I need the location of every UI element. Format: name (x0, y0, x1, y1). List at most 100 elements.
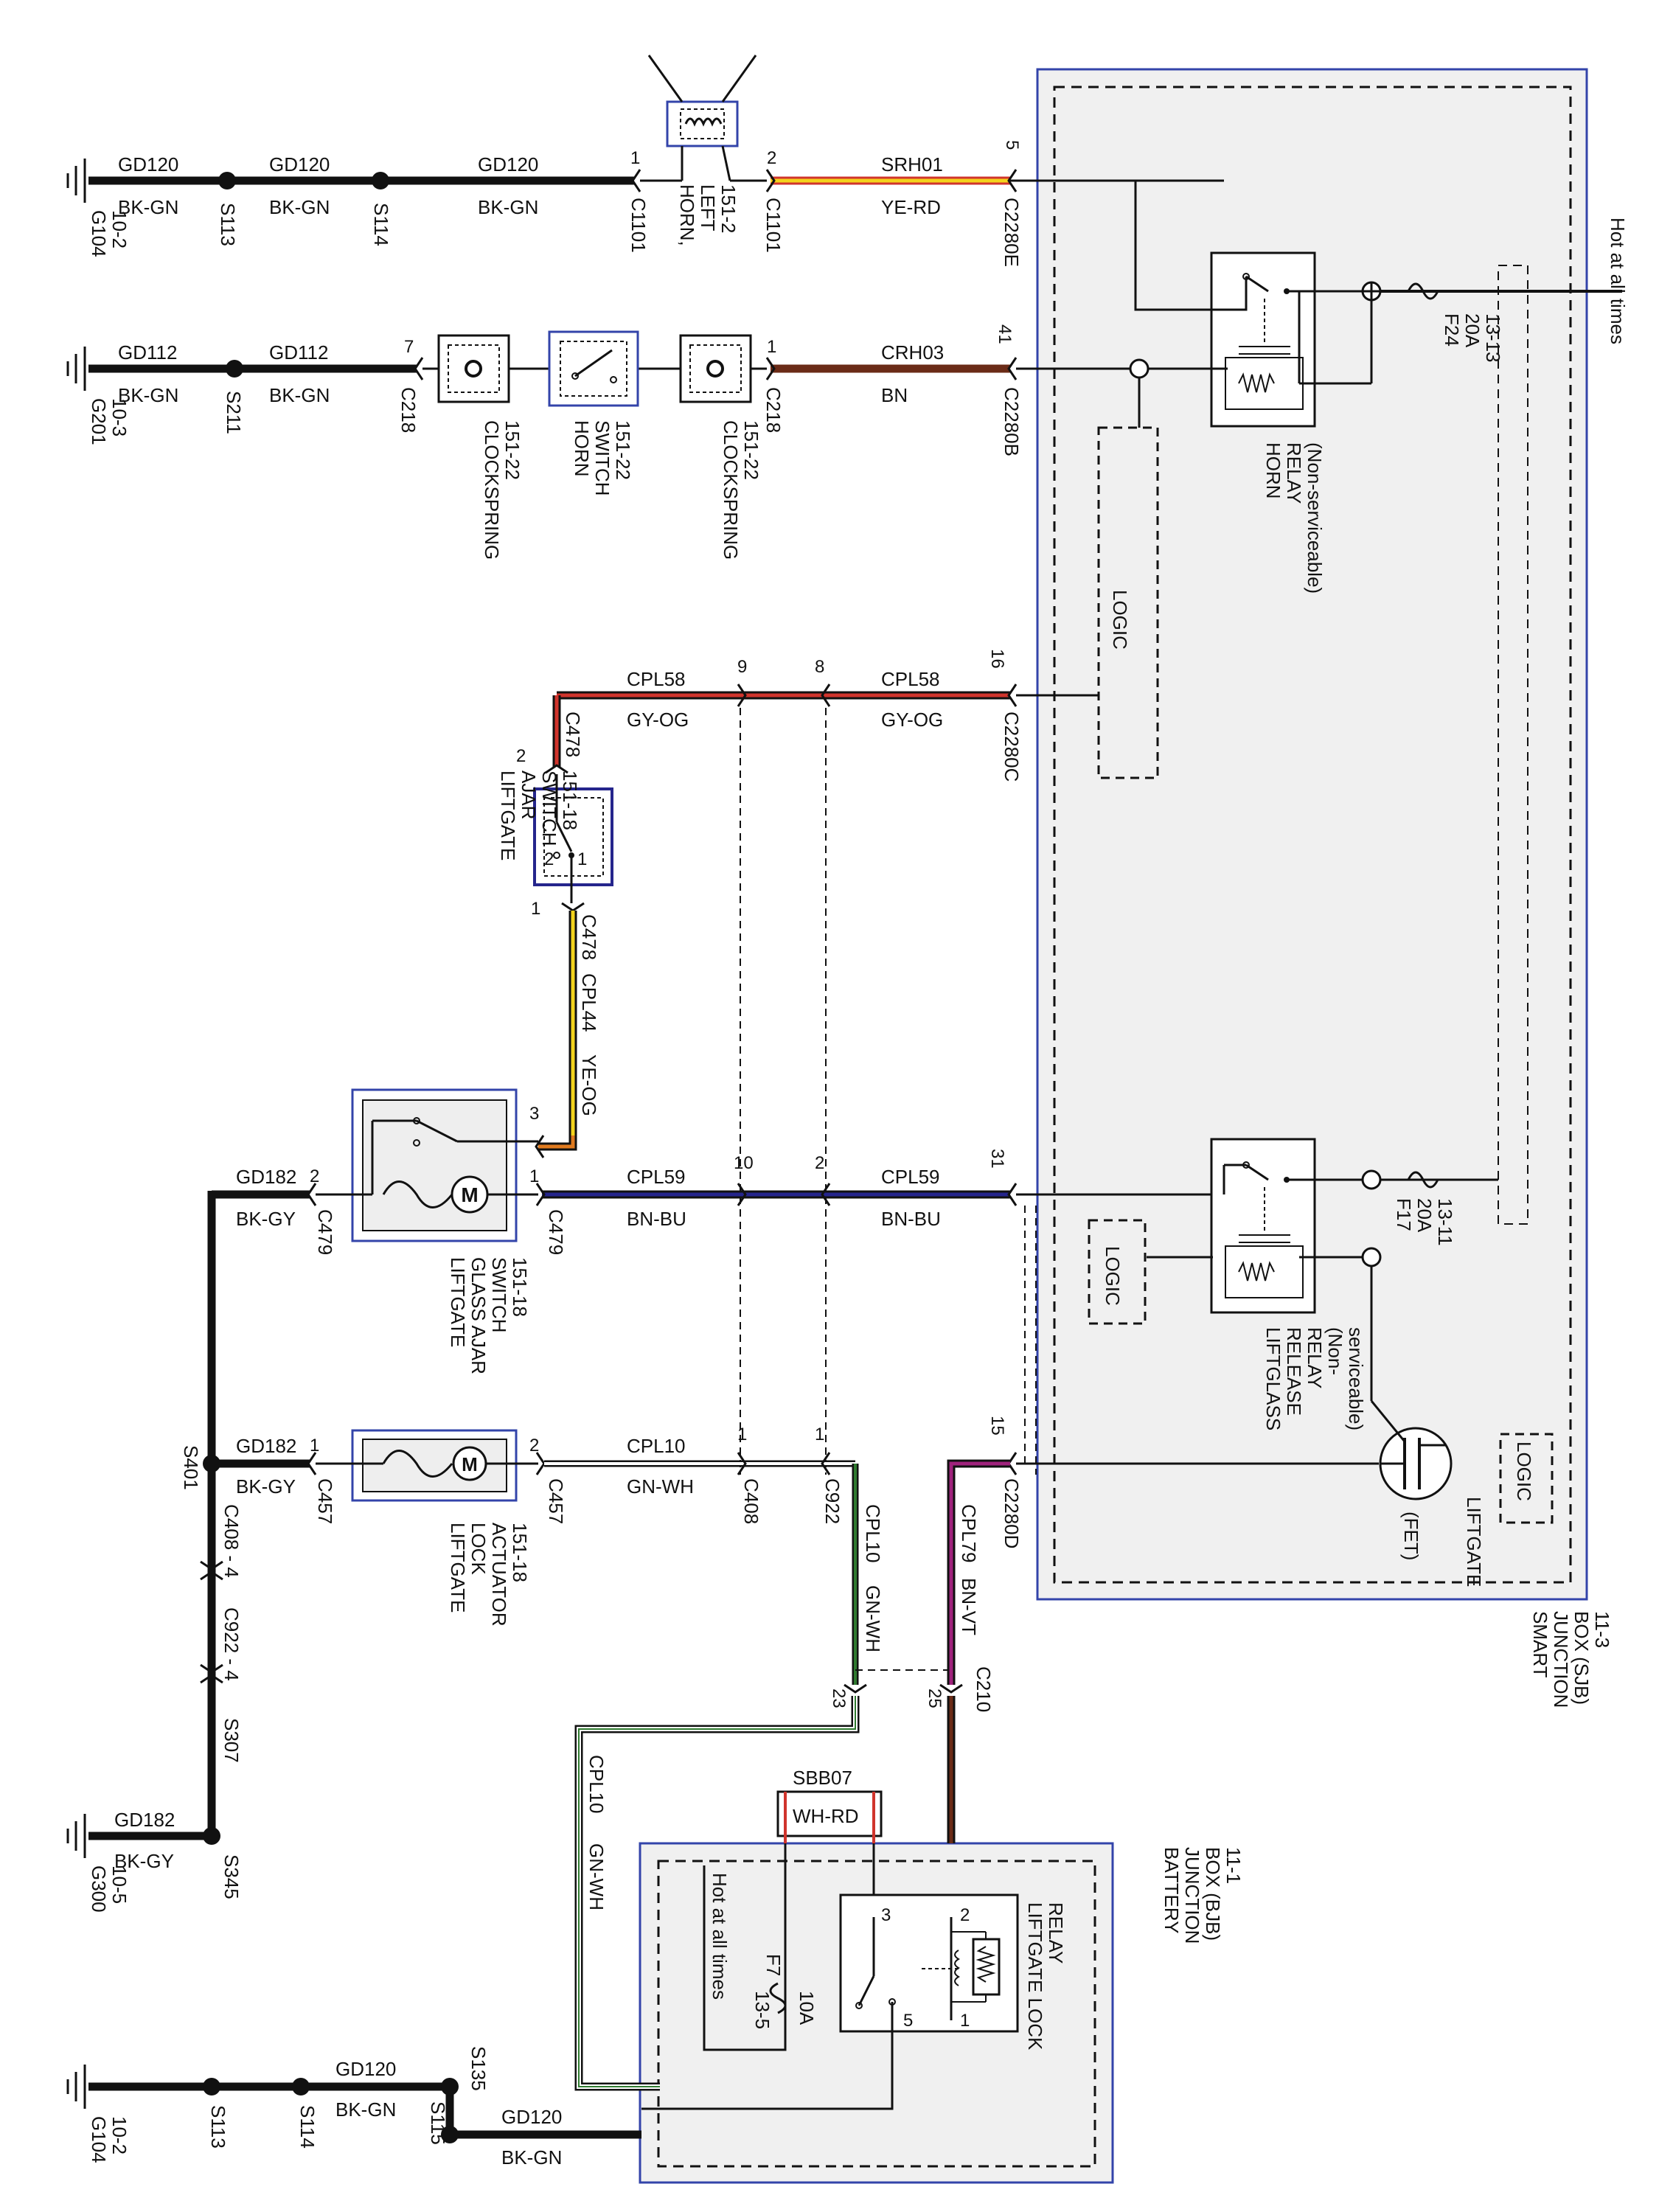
pin-number: 25 (925, 1688, 945, 1708)
ground-symbol-icon (66, 159, 86, 2109)
logic-label: LOGIC (1513, 1441, 1535, 1501)
splice-label: S401 (180, 1445, 202, 1490)
svg-text:CLOCKSPRING: CLOCKSPRING (720, 420, 742, 560)
connector-label: C479 (314, 1209, 336, 1255)
wire-color-label: BK-GY (114, 1850, 174, 1872)
svg-text:JUNCTION: JUNCTION (1181, 1847, 1203, 1944)
pin-number: 1 (310, 1436, 319, 1455)
liftgate-fet-circuit (939, 1400, 1554, 1843)
svg-text:serviceable): serviceable) (1345, 1327, 1367, 1430)
ground-label-g104: G104 10-2 (88, 210, 131, 257)
svg-text:G300: G300 (88, 1865, 110, 1913)
liftglass-relay-icon (1210, 1138, 1371, 1314)
svg-text:151-18: 151-18 (509, 1523, 531, 1582)
pin-number: 5 (903, 2011, 913, 2031)
connector-label: C2280D (1001, 1478, 1023, 1548)
svg-text:BOX (BJB): BOX (BJB) (1202, 1847, 1224, 1941)
pin-number: 2 (960, 1905, 970, 1925)
wire-label: GD120 (335, 2058, 396, 2080)
svg-text:HORN: HORN (571, 420, 593, 477)
svg-text:11-3: 11-3 (1591, 1611, 1613, 1648)
splice-label: S307 (220, 1718, 243, 1763)
connector-label: C478 (578, 914, 600, 960)
wire-label: CRH03 (881, 341, 944, 364)
wire-label: CPL10 (585, 1755, 608, 1814)
wire-color-label: BK-GN (501, 2146, 562, 2168)
liftgate-fet-label: LIFTGATE (1463, 1497, 1485, 1587)
horn-left-icon (640, 55, 767, 182)
connector-label: C210 (973, 1666, 995, 1712)
fuse-f7-label: F7 (762, 1954, 785, 1976)
clockspring-label: CLOCKSPRING 151-22 (481, 420, 524, 560)
svg-text:HORN,: HORN, (676, 184, 698, 246)
fet-label: (FET) (1400, 1512, 1422, 1560)
wire-color-label: GN-WH (862, 1585, 884, 1652)
svg-text:ACTUATOR: ACTUATOR (488, 1523, 510, 1627)
wire-label: CPL58 (881, 668, 940, 690)
pin-number: 1 (815, 1425, 824, 1444)
pin-number: 8 (815, 657, 824, 677)
wire-color-label: BK-GN (269, 384, 330, 406)
connector-label: C922 (821, 1478, 844, 1524)
svg-text:151-18: 151-18 (559, 771, 581, 830)
svg-text:LIFTGLASS: LIFTGLASS (1262, 1327, 1284, 1430)
bjb-internals (641, 1790, 1019, 2110)
horn-switch-label: HORN SWITCH 151-22 (571, 420, 634, 496)
wire-label: CPL44 (578, 973, 600, 1032)
connector-label: C922 - 4 (220, 1607, 243, 1681)
svg-text:JUNCTION: JUNCTION (1550, 1611, 1572, 1708)
wire-label: GD112 (269, 341, 328, 364)
splice-label: S345 (220, 1854, 243, 1899)
svg-text:LIFTGATE: LIFTGATE (447, 1523, 469, 1613)
wire-label: CPL59 (881, 1166, 940, 1188)
wire-color-label: GN-WH (627, 1475, 694, 1498)
wire-color-label: BK-GN (269, 196, 330, 218)
wire-color-label: BK-GY (236, 1475, 296, 1498)
wire-color-label: BN-BU (627, 1208, 686, 1230)
svg-text:151-22: 151-22 (501, 420, 524, 480)
ground-bus-gd182 (88, 1183, 372, 1845)
wire-color-label: GY-OG (881, 709, 943, 731)
pin-number: 31 (987, 1149, 1007, 1169)
ground-label-g300: G300 10-5 (88, 1865, 131, 1913)
pin-number: 41 (995, 324, 1015, 344)
splice-label: S113 (217, 203, 239, 246)
wire-label: CPL79 (958, 1504, 980, 1563)
svg-text:LOCK: LOCK (467, 1523, 490, 1575)
pin-number: 1 (767, 337, 776, 357)
svg-text:151-22: 151-22 (612, 420, 634, 480)
bottom-ground-row (88, 2078, 641, 2143)
svg-text:BATTERY: BATTERY (1161, 1847, 1183, 1934)
pin-number: 15 (987, 1416, 1007, 1436)
svg-text:RELAY: RELAY (1283, 442, 1305, 504)
svg-text:F17: F17 (1393, 1198, 1415, 1231)
clockspring-icon (437, 334, 510, 403)
svg-text:RELAY: RELAY (1304, 1327, 1326, 1388)
wire-label: GD120 (118, 153, 178, 175)
wire-color-label: BK-GN (118, 196, 178, 218)
svg-text:(Non-serviceable): (Non-serviceable) (1304, 442, 1326, 594)
pin-number: 2 (529, 1436, 539, 1455)
liftgate-lock-actuator-label: LIFTGATE LOCK ACTUATOR 151-18 (447, 1523, 531, 1627)
logic-label: LOGIC (1102, 1246, 1124, 1306)
svg-text:G201: G201 (88, 398, 110, 445)
horn-switch-row (88, 330, 1228, 779)
splice-label: S211 (223, 391, 245, 434)
splice-s345-node (203, 1827, 220, 1845)
bjb-hot-label: Hot at all times (709, 1873, 731, 2000)
wire-color-label: YE-RD (881, 196, 941, 218)
svg-text:G104: G104 (88, 210, 110, 257)
bjb-label: BATTERY JUNCTION BOX (BJB) 11-1 (1161, 1847, 1245, 1944)
ground-label-g104: G104 10-2 (88, 2116, 131, 2163)
svg-text:LIFTGATE: LIFTGATE (1463, 1497, 1485, 1587)
pin-number: 2 (767, 148, 776, 168)
connector-label: C479 (545, 1209, 567, 1255)
wire-label: CPL10 (862, 1504, 884, 1563)
connector-label: C457 (314, 1478, 336, 1524)
fuse-f7-ref: 13-5 (751, 1991, 773, 2029)
svg-text:151-18: 151-18 (509, 1257, 531, 1317)
hot-bus (1299, 265, 1622, 1225)
svg-text:LIFTGATE LOCK: LIFTGATE LOCK (1024, 1902, 1046, 2051)
svg-text:GLASS AJAR: GLASS AJAR (467, 1257, 490, 1374)
splice-s114-node (372, 172, 389, 189)
